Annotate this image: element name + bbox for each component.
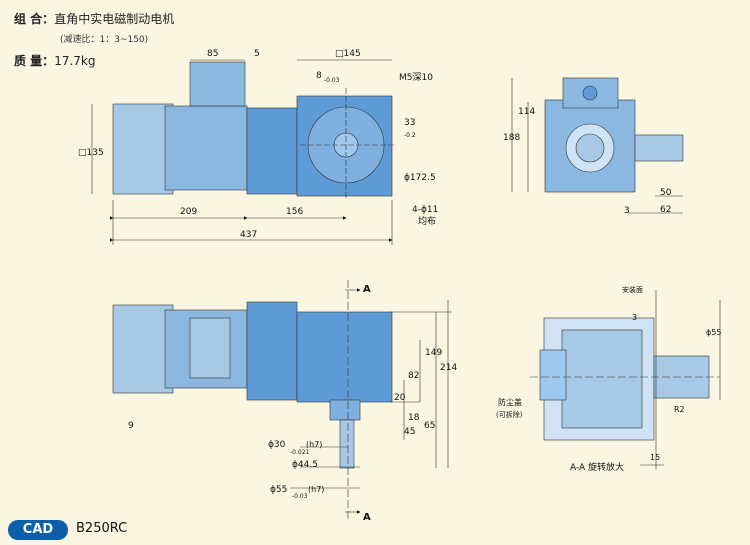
dim-50: 50 <box>660 188 672 198</box>
motor-fins <box>164 105 248 191</box>
model-code: B250RC <box>76 521 128 536</box>
motor-body <box>112 103 174 195</box>
dim-437: 437 <box>240 230 257 240</box>
dim-149: 149 <box>425 348 442 358</box>
dim-135: □135 <box>78 148 104 158</box>
dim-3: 3 <box>624 206 630 216</box>
dim-8: 8 <box>316 71 322 81</box>
dim-30: ϕ30 <box>268 440 286 450</box>
weight-value: 17.7kg <box>54 54 96 68</box>
motor-body-2 <box>112 304 174 394</box>
svg-text:-0.2: -0.2 <box>404 132 416 139</box>
side-body <box>544 99 636 193</box>
combo-value: 直角中实电磁制动电机 <box>54 12 175 26</box>
dim-145: □145 <box>335 49 361 59</box>
dim-r2: R2 <box>674 405 685 414</box>
dust-cover: 防尘盖 <box>498 397 522 407</box>
dim-82: 82 <box>408 371 419 381</box>
dim-m5: M5深10 <box>399 72 433 83</box>
dim-55b: ϕ55 <box>706 328 721 337</box>
dim-20: 20 <box>394 393 406 403</box>
svg-text:(h7): (h7) <box>308 485 324 494</box>
svg-text:(h7): (h7) <box>306 440 322 449</box>
weight-row: 质 量：17.7kg <box>14 52 95 69</box>
dim-33: 33 <box>404 118 415 128</box>
dim-114: 114 <box>518 107 535 117</box>
cad-badge[interactable]: CAD <box>8 520 68 540</box>
svg-text:-0.021: -0.021 <box>290 449 310 456</box>
dim-65: 65 <box>424 421 435 431</box>
section-a-bottom: A <box>363 512 371 523</box>
section-title: A-A 旋转放大 <box>570 461 624 473</box>
terminal-box-2 <box>189 317 231 379</box>
dim-18: 18 <box>408 413 420 423</box>
dim-188: 188 <box>503 133 520 143</box>
dim-15: 15 <box>650 453 660 462</box>
dim-445: ϕ44.5 <box>292 460 318 470</box>
ratio-note: (减速比：1：3~150) <box>60 35 149 45</box>
weight-label: 质 量： <box>14 54 55 68</box>
combo-row: 组 合：直角中实电磁制动电机 <box>14 10 174 27</box>
dim-85: 85 <box>207 49 218 59</box>
dim-209: 209 <box>180 207 197 217</box>
dim-5: 5 <box>254 49 260 59</box>
gear-housing <box>246 107 298 195</box>
mount-face: 安装面 <box>622 285 643 294</box>
side-shaft <box>634 134 684 162</box>
dim-62: 62 <box>660 205 671 215</box>
dim-1725: ϕ172.5 <box>404 173 436 183</box>
dim-55: ϕ55 <box>270 485 287 495</box>
svg-text:(可拆除): (可拆除) <box>496 410 523 419</box>
section-a-top: A <box>363 284 371 295</box>
junbu: 均布 <box>418 215 436 227</box>
terminal-box <box>189 61 246 107</box>
dim-214: 214 <box>440 363 457 373</box>
svg-text:-0.03: -0.03 <box>324 77 340 84</box>
svg-text:3: 3 <box>632 313 637 322</box>
dim-156: 156 <box>286 207 303 217</box>
output-shaft <box>339 419 355 469</box>
svg-text:-0.03: -0.03 <box>292 493 308 500</box>
dim-4011: 4-ϕ11 <box>412 205 438 215</box>
dim-9: 9 <box>128 421 134 431</box>
combo-label: 组 合： <box>14 12 55 26</box>
dim-45: 45 <box>404 427 415 437</box>
